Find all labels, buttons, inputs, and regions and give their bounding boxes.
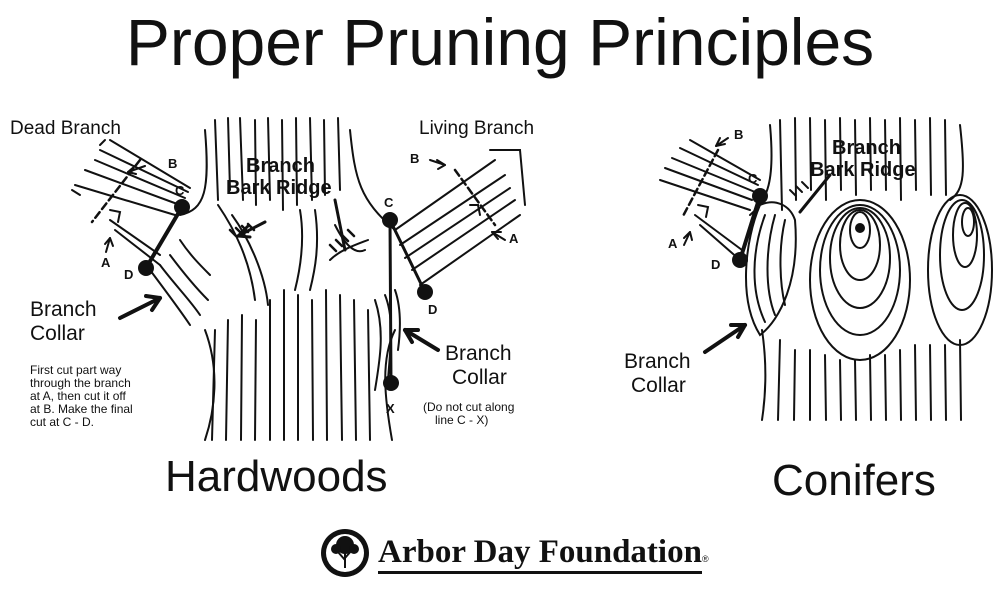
- conifer-cut-line: [738, 194, 762, 262]
- footer-logo: Arbor Day Foundation®: [378, 533, 709, 574]
- conifer-branch-collar-label-1: Branch: [624, 350, 691, 373]
- conifer-arrows: [683, 137, 832, 354]
- conifer-marker-c: C: [748, 171, 758, 186]
- conifer-marker-a: A: [668, 236, 678, 251]
- marker-c-dead: C: [175, 183, 185, 198]
- c-x-line: [388, 218, 393, 385]
- dead-branch: [71, 139, 191, 266]
- instructions-line-1: First cut part way: [30, 363, 122, 377]
- right-branch-collar-label-2: Collar: [452, 366, 507, 389]
- conifer-branch-collar-label-2: Collar: [631, 374, 686, 397]
- right-cut-line: [388, 218, 427, 294]
- conifer-cut-points: [732, 188, 768, 268]
- instructions-line-4: at B. Make the final: [30, 402, 133, 416]
- conifer-bark-ridge-label-1: Branch: [832, 137, 901, 159]
- marker-x: X: [386, 401, 395, 416]
- note-line-1: (Do not cut along: [423, 400, 515, 414]
- conifer-branch: [659, 139, 761, 261]
- conifer-marker-b: B: [734, 127, 744, 142]
- registered-mark: ®: [701, 554, 709, 564]
- conifer-bark-ridge-label-2: Bark Ridge: [810, 159, 916, 181]
- living-branch-label: Living Branch: [419, 118, 535, 139]
- marker-b-living: B: [410, 151, 420, 166]
- right-collar-hatch: [374, 289, 401, 391]
- note-line-2: line C - X): [435, 413, 489, 427]
- conifers-heading: Conifers: [772, 456, 936, 505]
- hardwood-arrows: [104, 159, 506, 352]
- right-branch-collar-label-1: Branch: [445, 342, 512, 365]
- cut-points: [138, 199, 433, 391]
- marker-b-dead: B: [168, 156, 178, 171]
- hardwood-bark-ridge-label-1: Branch: [246, 155, 315, 177]
- dead-branch-label: Dead Branch: [10, 118, 121, 139]
- left-collar-hatch: [149, 239, 211, 326]
- marker-d-dead: D: [124, 267, 134, 282]
- instructions-line-2: through the branch: [30, 376, 131, 390]
- living-branch: [394, 149, 526, 286]
- marker-c-living: C: [384, 195, 394, 210]
- instructions-line-3: at A, then cut it off: [30, 389, 126, 403]
- instructions-line-5: cut at C - D.: [30, 415, 95, 429]
- left-cut-line: [144, 205, 184, 270]
- left-branch-collar-label-2: Collar: [30, 322, 85, 345]
- conifer-marker-d: D: [711, 257, 721, 272]
- marker-d-living: D: [428, 302, 438, 317]
- conifer-bark-ridge: [789, 181, 809, 197]
- logo-text: Arbor Day Foundation: [378, 534, 702, 574]
- left-branch-collar-label-1: Branch: [30, 298, 97, 321]
- hardwoods-heading: Hardwoods: [165, 452, 388, 501]
- page-title: Proper Pruning Principles: [125, 5, 875, 79]
- marker-a-dead: A: [101, 255, 111, 270]
- arbor-day-logo-icon: [321, 529, 369, 577]
- marker-a-living: A: [509, 231, 519, 246]
- hardwood-bark-ridge-label-2: Bark Ridge: [226, 177, 332, 199]
